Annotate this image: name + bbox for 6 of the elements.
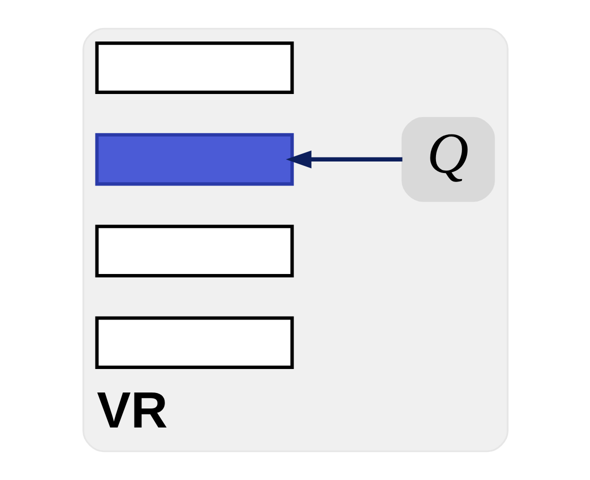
node-bar	[94, 133, 294, 186]
node-bar	[94, 224, 294, 278]
arrow	[285, 150, 402, 168]
node-bar	[94, 41, 294, 94]
node-box: Q	[401, 116, 494, 202]
node-bar	[94, 316, 294, 369]
